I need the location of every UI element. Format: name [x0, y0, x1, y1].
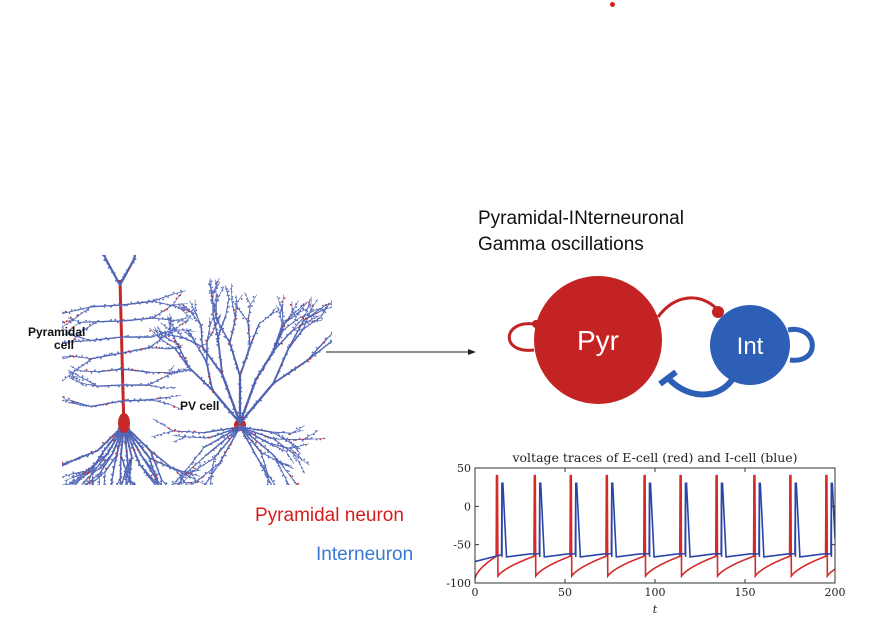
neuron-dendrites: [62, 255, 332, 485]
int-node: [710, 305, 790, 385]
pyr-node: [534, 276, 662, 404]
int-node-label: Int: [737, 333, 764, 360]
title-line1: Pyramidal-INterneuronal: [478, 208, 684, 229]
red-dot-marker: [610, 2, 615, 7]
x-tick-label: 50: [558, 586, 572, 599]
arrow: [326, 349, 476, 355]
neuron-morphology-image: [62, 255, 332, 485]
y-tick-label: 50: [457, 462, 471, 475]
y-tick-label: -100: [446, 577, 471, 590]
pyr-int-circuit-diagram: Pyr Int: [507, 276, 815, 404]
legend-pyramidal-neuron: Pyramidal neuron: [255, 505, 404, 526]
pyr-to-int-connection: [656, 296, 720, 318]
series-line-e-cell: [475, 474, 835, 580]
voltage-trace-chart: voltage traces of E-cell (red) and I-cel…: [446, 450, 846, 616]
x-tick-label: 150: [735, 586, 756, 599]
int-to-pyr-connection: [665, 375, 735, 398]
pyr-self-loop: [507, 322, 535, 352]
int-self-loop: [787, 326, 815, 363]
pyramidal-cell-label: Pyramidal cell: [28, 326, 85, 352]
pyr-to-int-terminal: [712, 306, 724, 318]
plot-frame: [474, 467, 836, 584]
x-tick-label: 200: [825, 586, 846, 599]
y-tick-label: -50: [453, 539, 471, 552]
int-to-pyr-bar: [658, 369, 678, 387]
pyr-node-label: Pyr: [577, 325, 619, 356]
x-tick-label: 100: [645, 586, 666, 599]
pyramidal-cell-label-line2: cell: [54, 338, 75, 352]
x-axis-label: t: [653, 603, 658, 616]
x-tick-label: 0: [472, 586, 479, 599]
legend-interneuron: Interneuron: [316, 544, 414, 565]
pv-cell-label: PV cell: [180, 399, 220, 413]
y-tick-label: 0: [464, 500, 471, 513]
chart-title: voltage traces of E-cell (red) and I-cel…: [511, 450, 797, 465]
series-line-i-cell: [475, 482, 835, 563]
title-line2: Gamma oscillations: [478, 234, 644, 255]
pyramidal-cell-label-line1: Pyramidal: [28, 325, 86, 339]
title-block: Pyramidal-INterneuronal Gamma oscillatio…: [478, 206, 684, 258]
